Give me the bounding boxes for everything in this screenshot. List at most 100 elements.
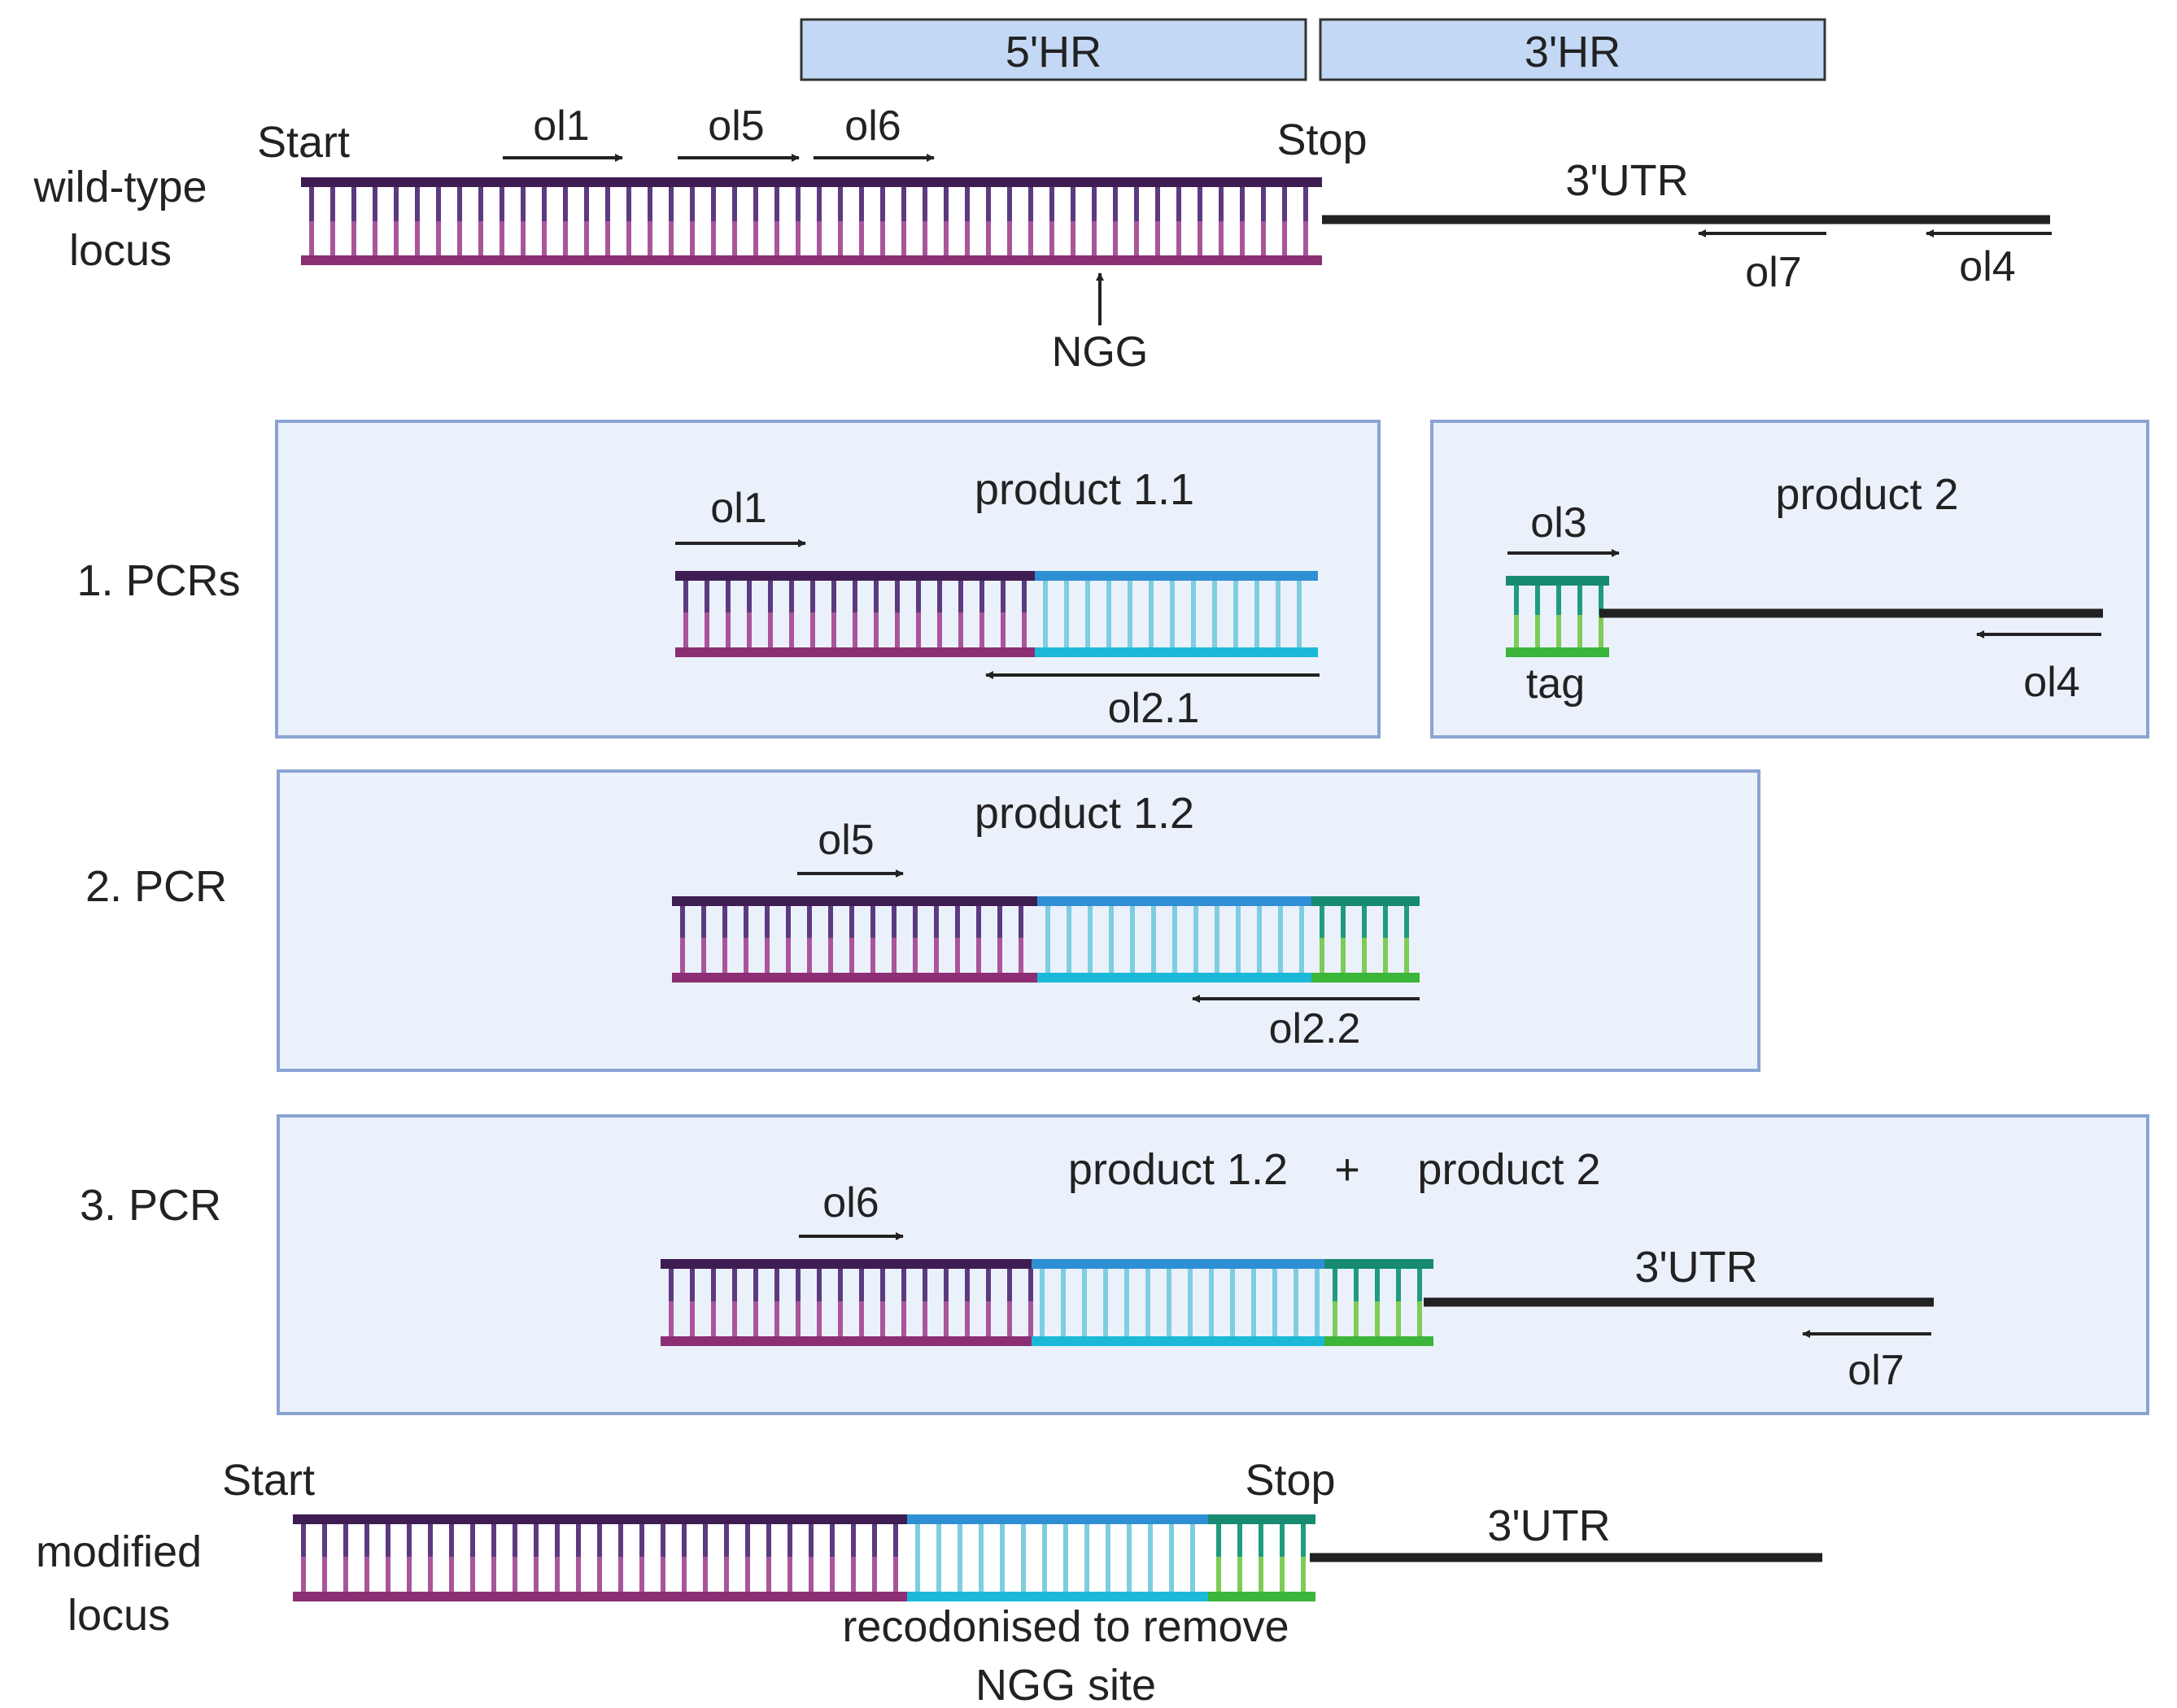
base-pair-bottom-wt-6 [436, 221, 441, 260]
base-pair-bottom-recod-0 [1040, 1301, 1045, 1339]
base-pair-top-wt-8 [838, 1264, 843, 1301]
tag-label: tag [1526, 660, 1585, 708]
modified-wt-bottom [293, 1592, 907, 1601]
base-pair-bottom-wt-12 [934, 938, 939, 974]
base-pair-top-wt-16 [1022, 576, 1027, 612]
primer-ol6-label: ol6 [844, 102, 901, 150]
base-pair-top-tag-0 [1333, 1264, 1337, 1301]
base-pair-bottom-wt-29 [923, 221, 927, 260]
base-pair-top-wt-17 [661, 1519, 665, 1557]
base-pair-top-recod-1 [1061, 1264, 1066, 1301]
base-pair-top-wt-9 [859, 1264, 864, 1301]
base-pair-top-recod-0 [1040, 1264, 1045, 1301]
base-pair-bottom-wt-42 [1198, 221, 1202, 260]
base-pair-bottom-tag-2 [1375, 1301, 1380, 1339]
base-pair-bottom-wt-7 [449, 1557, 454, 1594]
base-pair-top-wt-14 [597, 1519, 602, 1557]
base-pair-bottom-wt-5 [789, 612, 794, 649]
base-pair-top-recod-0 [915, 1519, 920, 1557]
base-pair-bottom-recod-12 [1299, 938, 1304, 974]
base-pair-top-tag-0 [1320, 901, 1324, 938]
base-pair-bottom-recod-9 [1230, 1301, 1235, 1339]
step2-label: 2. PCR [85, 862, 227, 911]
pam-label: NGG [1052, 329, 1148, 376]
product-1-1-label: product 1.1 [975, 465, 1194, 514]
step3-product-left-label: product 1.2 [1068, 1145, 1288, 1194]
base-pair-top-wt-8 [470, 1519, 475, 1557]
base-pair-bottom-recod-1 [1061, 1301, 1066, 1339]
base-pair-bottom-wt-14 [597, 1557, 602, 1594]
base-pair-bottom-recod-11 [1148, 1557, 1153, 1594]
base-pair-top-wt-6 [428, 1519, 433, 1557]
base-pair-bottom-recod-12 [1169, 1557, 1174, 1594]
modified-recod-top [907, 1514, 1208, 1524]
wildtype-dna-helix [301, 177, 1322, 265]
base-pair-bottom-tag-2 [1362, 938, 1367, 974]
modified-note-line1: recodonised to remove [842, 1602, 1289, 1651]
base-pair-top-wt-7 [831, 576, 836, 612]
base-pair-top-tag-4 [1417, 1264, 1422, 1301]
base-pair-top-recod-10 [1127, 1519, 1132, 1557]
base-pair-top-recod-9 [1230, 1264, 1235, 1301]
product-1-2-tag-bottom [1311, 973, 1420, 983]
base-pair-bottom-wt-10 [892, 938, 897, 974]
wildtype-title-line1: wild-type [33, 163, 207, 211]
product-2-tag-bottom [1506, 647, 1609, 657]
base-pair-bottom-wt-14 [605, 221, 610, 260]
base-pair-top-wt-2 [726, 576, 731, 612]
base-pair-top-wt-0 [301, 1519, 306, 1557]
base-pair-top-wt-4 [765, 901, 770, 938]
base-pair-top-wt-15 [997, 901, 1002, 938]
base-pair-top-recod-11 [1148, 1519, 1153, 1557]
step2-primer-rev-label: ol2.2 [1269, 1005, 1361, 1052]
base-pair-bottom-wt-17 [669, 221, 674, 260]
base-pair-top-wt-12 [934, 901, 939, 938]
base-pair-bottom-wt-8 [470, 1557, 475, 1594]
base-pair-top-wt-26 [859, 182, 864, 221]
base-pair-bottom-wt-8 [849, 938, 854, 974]
base-pair-bottom-recod-4 [1130, 938, 1135, 974]
base-pair-bottom-recod-3 [979, 1557, 984, 1594]
base-pair-top-wt-6 [807, 901, 812, 938]
base-pair-top-wt-3 [747, 576, 752, 612]
base-pair-top-wt-13 [958, 576, 963, 612]
base-pair-bottom-wt-0 [680, 938, 685, 974]
base-pair-bottom-wt-12 [937, 612, 942, 649]
base-pair-bottom-wt-4 [753, 1301, 758, 1339]
base-pair-bottom-wt-47 [1303, 221, 1308, 260]
base-pair-top-recod-2 [1082, 1264, 1087, 1301]
base-pair-top-recod-7 [1188, 1264, 1193, 1301]
base-pair-bottom-tag-1 [1535, 615, 1540, 649]
step3-primer-rev-label: ol7 [1848, 1347, 1904, 1394]
base-pair-top-recod-4 [1130, 901, 1135, 938]
base-pair-top-wt-0 [669, 1264, 674, 1301]
base-pair-bottom-wt-0 [669, 1301, 674, 1339]
base-pair-bottom-wt-16 [1022, 612, 1027, 649]
base-pair-bottom-recod-6 [1167, 1301, 1171, 1339]
base-pair-top-recod-6 [1172, 901, 1177, 938]
base-pair-bottom-recod-0 [1045, 938, 1050, 974]
base-pair-bottom-wt-9 [491, 1557, 496, 1594]
base-pair-top-wt-7 [817, 1264, 822, 1301]
base-pair-top-recod-0 [1043, 576, 1048, 612]
base-pair-bottom-tag-4 [1417, 1301, 1422, 1339]
modified-tag-bottom [1208, 1592, 1315, 1601]
base-pair-top-wt-4 [768, 576, 773, 612]
base-pair-bottom-wt-15 [1001, 612, 1006, 649]
modified-helix [293, 1514, 1315, 1601]
base-pair-top-wt-16 [639, 1519, 644, 1557]
base-pair-top-wt-32 [986, 182, 991, 221]
base-pair-bottom-wt-39 [1134, 221, 1139, 260]
base-pair-top-wt-5 [415, 182, 420, 221]
base-pair-top-tag-1 [1341, 901, 1346, 938]
hr5-box [800, 18, 1307, 81]
base-pair-bottom-wt-10 [895, 612, 900, 649]
base-pair-top-wt-18 [690, 182, 695, 221]
base-pair-top-wt-16 [1019, 901, 1023, 938]
base-pair-bottom-recod-0 [915, 1557, 920, 1594]
base-pair-top-wt-8 [853, 576, 857, 612]
base-pair-top-wt-2 [351, 182, 356, 221]
base-pair-top-wt-40 [1155, 182, 1160, 221]
base-pair-bottom-recod-8 [1209, 1301, 1214, 1339]
